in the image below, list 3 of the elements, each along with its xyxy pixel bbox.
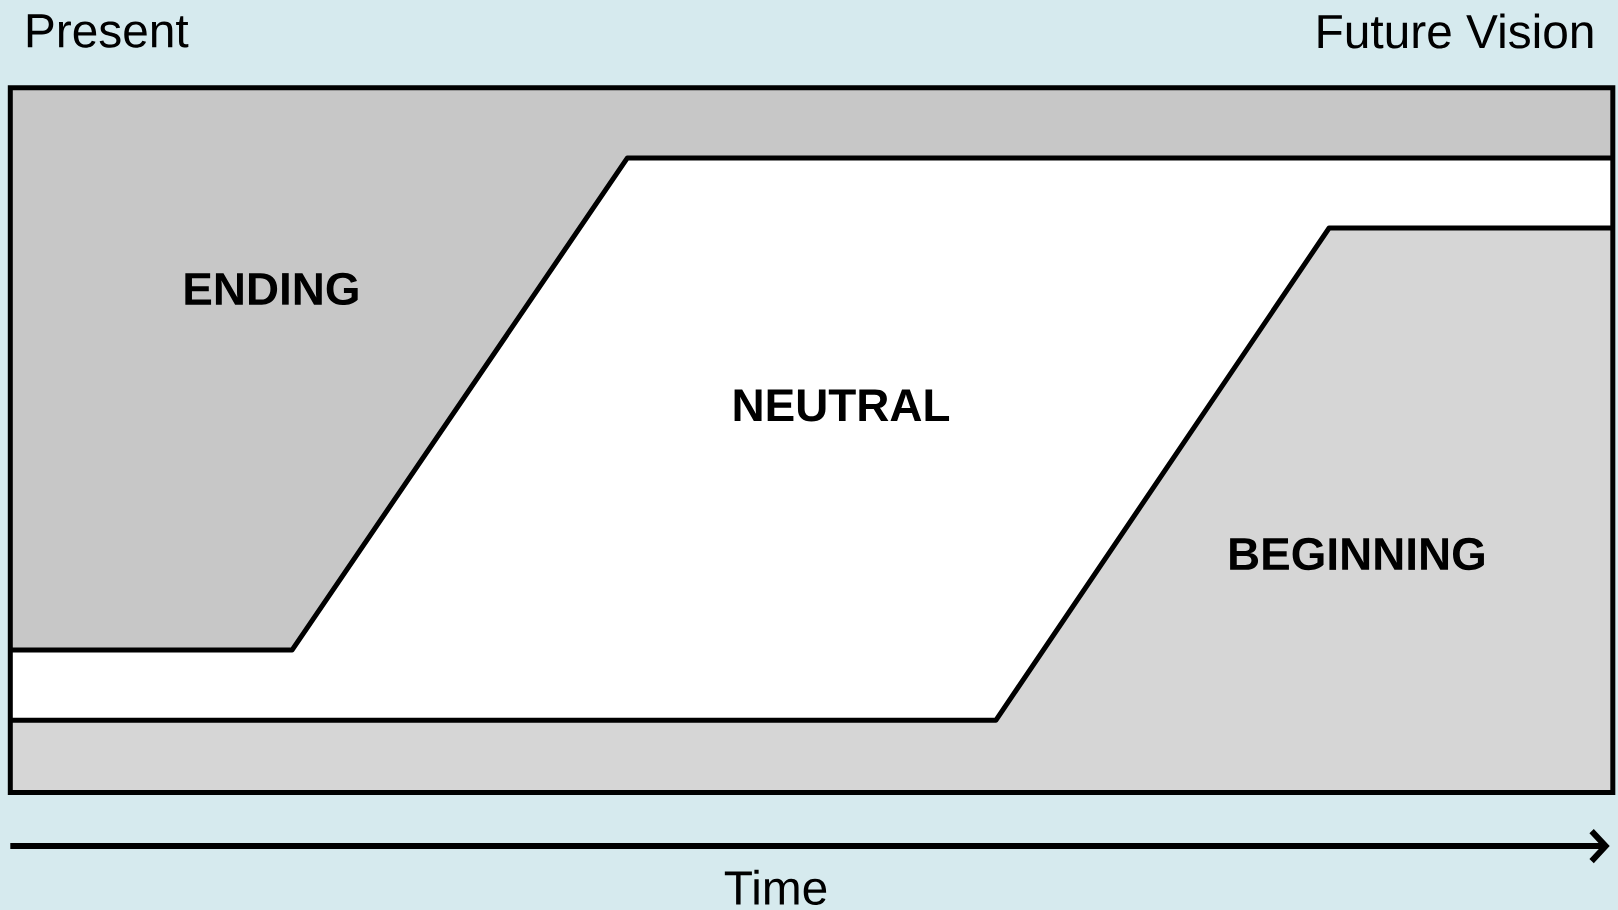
future-vision-label: Future Vision bbox=[1318, 13, 1593, 49]
time-label: Time bbox=[724, 869, 827, 905]
present-label: Present bbox=[27, 14, 189, 48]
